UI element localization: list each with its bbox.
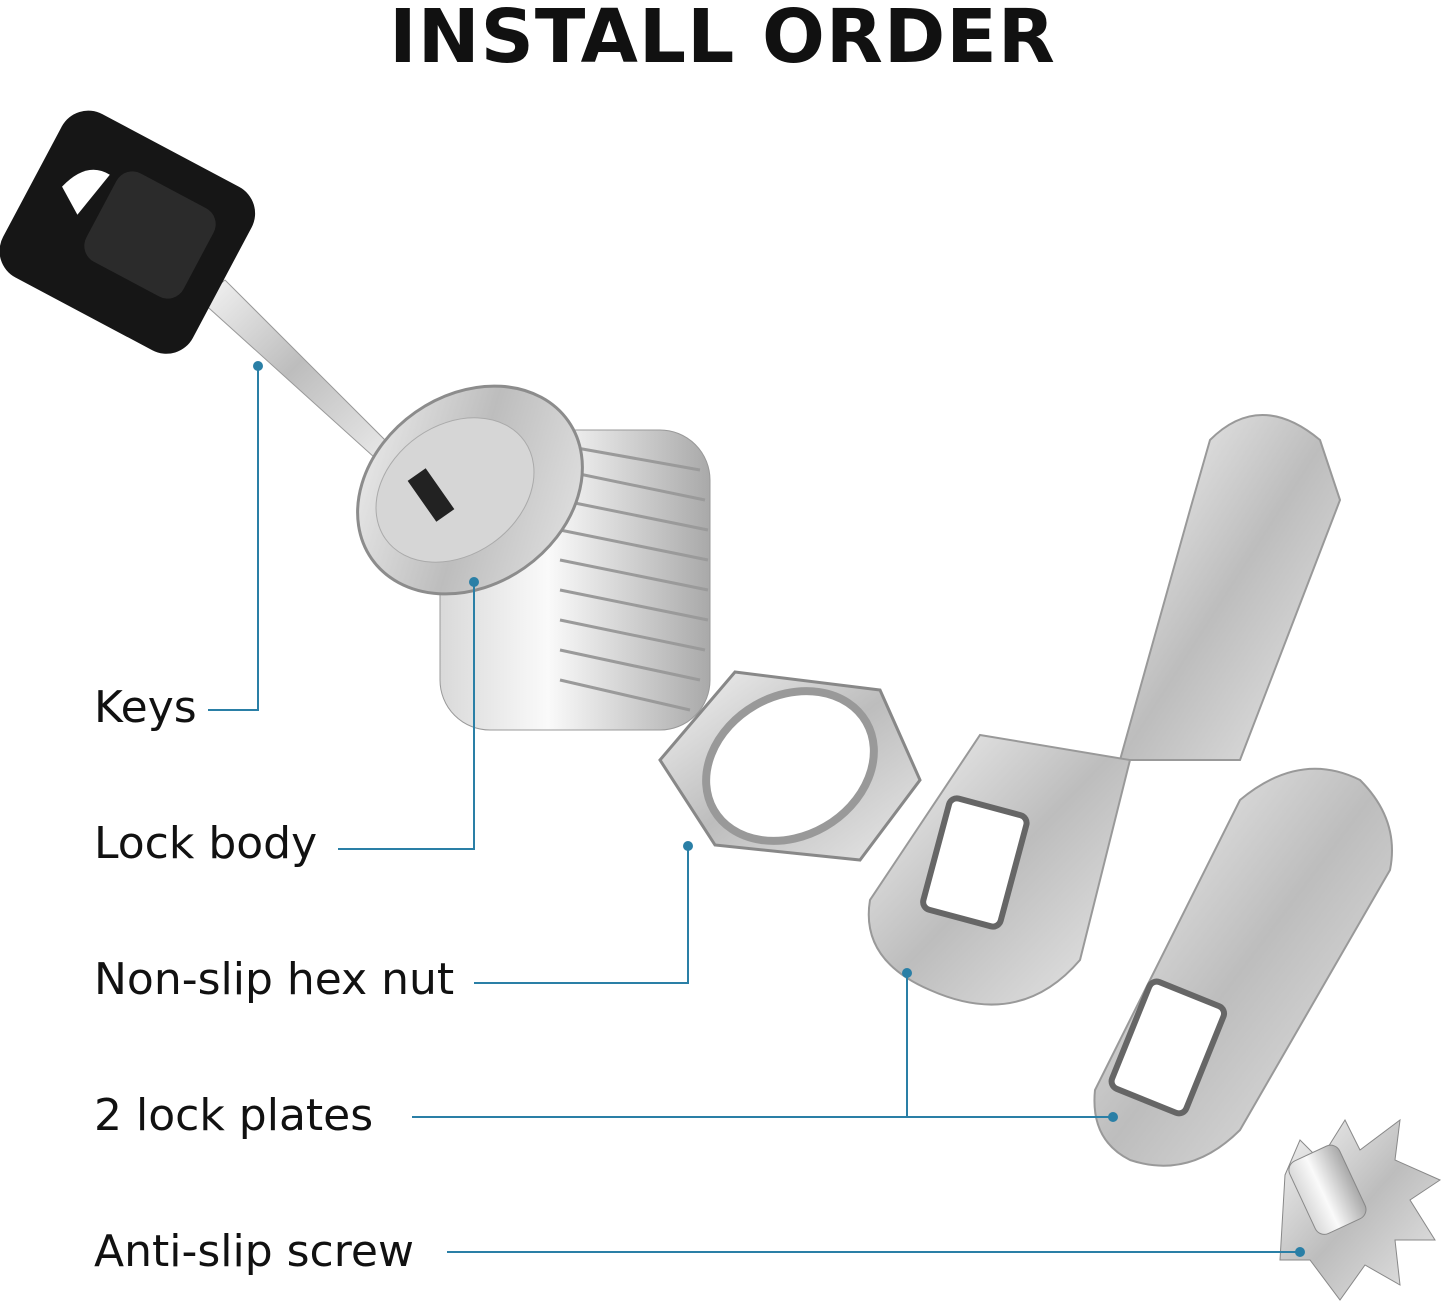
leader-lines — [208, 366, 1300, 1253]
lock-body — [356, 384, 711, 731]
label-screw: Anti-slip screw — [94, 1226, 414, 1277]
leader-dots — [253, 361, 1305, 1257]
lock-plate-bent — [867, 414, 1342, 1006]
lock-plate-flat — [1093, 767, 1393, 1167]
page-title: INSTALL ORDER — [389, 0, 1056, 80]
label-lock-plates: 2 lock plates — [94, 1090, 374, 1141]
label-lock-body: Lock body — [94, 818, 318, 869]
key — [0, 110, 386, 459]
hex-nut — [658, 670, 922, 862]
anti-slip-screw — [1279, 1118, 1442, 1301]
label-keys: Keys — [94, 682, 197, 733]
label-hex-nut: Non-slip hex nut — [94, 954, 455, 1005]
